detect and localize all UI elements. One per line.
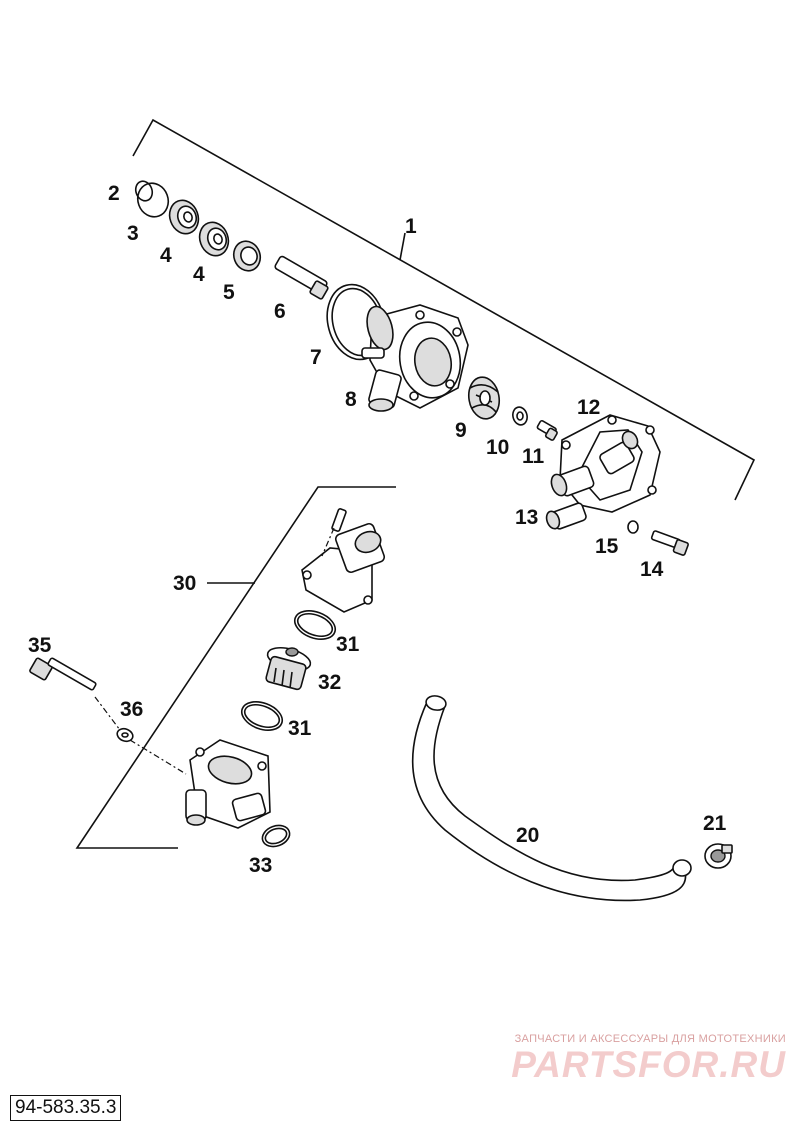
callout-31a: 31	[336, 633, 360, 656]
impeller-part	[467, 376, 501, 420]
callout-13: 13	[515, 506, 538, 529]
callout-30: 30	[173, 572, 196, 595]
watermark-tagline: ЗАПЧАСТИ И АКСЕССУАРЫ ДЛЯ МОТОТЕХНИКИ	[514, 1033, 786, 1045]
long-bolt-part	[29, 657, 187, 775]
callout-4a: 4	[160, 244, 172, 267]
gasket-part-upper	[293, 610, 337, 640]
watermark-logo: PARTSFOR.RU	[511, 1044, 786, 1085]
thermostat-housing-part	[185, 739, 271, 829]
screw-part-14	[650, 530, 689, 556]
callout-31b: 31	[288, 717, 312, 740]
callout-4b: 4	[193, 263, 205, 286]
pump-cover-part	[545, 414, 661, 530]
hose-clamp-part	[704, 843, 733, 869]
shaft-seal-part	[232, 240, 262, 272]
pump-housing-part	[361, 304, 469, 412]
pump-shaft-part	[274, 255, 329, 300]
washer-part-10	[512, 406, 528, 426]
thermostat-cover-part	[301, 508, 386, 613]
thermostat-part	[265, 646, 312, 691]
callout-6: 6	[274, 300, 286, 323]
screw-part-11	[536, 419, 558, 441]
callout-7: 7	[310, 346, 322, 369]
o-ring-part-15	[627, 520, 639, 534]
callout-3: 3	[127, 222, 139, 245]
bearing-part-outer	[168, 199, 200, 235]
callout-33: 33	[249, 854, 272, 877]
circlip-part	[134, 180, 170, 218]
o-ring-part-33	[261, 824, 291, 848]
callout-21: 21	[703, 812, 727, 835]
callout-15: 15	[595, 535, 619, 558]
callout-36: 36	[120, 698, 143, 721]
callout-14: 14	[640, 558, 664, 581]
bearing-part-inner	[198, 221, 230, 257]
callout-8: 8	[345, 388, 357, 411]
gasket-part-lower	[240, 701, 284, 731]
callout-12: 12	[577, 396, 600, 419]
coolant-hose-part	[411, 695, 692, 902]
assembly-bracket-30	[75, 486, 396, 849]
watermark: ЗАПЧАСТИ И АКСЕССУАРЫ ДЛЯ МОТОТЕХНИКИ PA…	[511, 1033, 786, 1085]
callout-1: 1	[405, 215, 417, 238]
callout-9: 9	[455, 419, 467, 442]
callout-5: 5	[223, 281, 235, 304]
drawing-reference-number: 94-583.35.3	[10, 1095, 122, 1121]
callout-32: 32	[318, 671, 341, 694]
callout-20: 20	[516, 824, 539, 847]
washer-part-36	[116, 727, 134, 743]
assembly-bracket-1	[132, 118, 756, 501]
callout-11: 11	[522, 445, 545, 468]
callout-2: 2	[108, 182, 120, 205]
callout-35: 35	[28, 634, 52, 657]
callout-10: 10	[486, 436, 509, 459]
